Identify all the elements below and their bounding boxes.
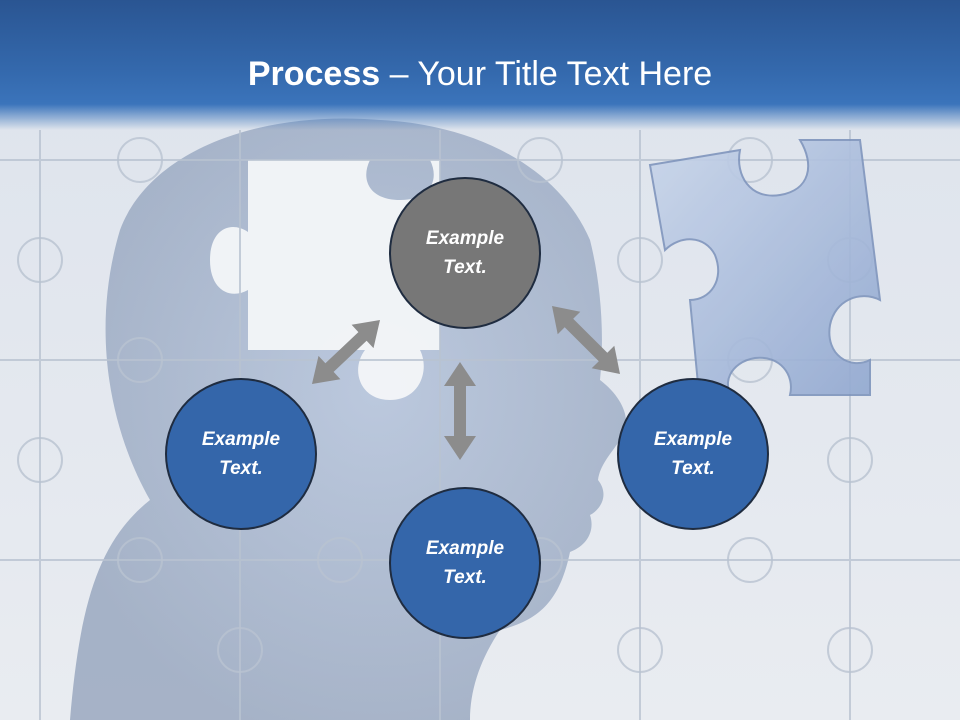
title-bar — [0, 0, 960, 130]
node-top-text: Example Text. — [425, 228, 505, 278]
floating-puzzle-piece — [648, 139, 882, 407]
title-rest: – Your Title Text Here — [380, 55, 713, 93]
node-top: Example Text. — [389, 177, 541, 329]
arrow-top-right — [552, 306, 620, 374]
node-left-text: Example Text. — [201, 429, 281, 479]
node-right-text: Example Text. — [653, 429, 733, 479]
node-right: Example Text. — [617, 378, 769, 530]
arrow-top-bottom — [444, 362, 476, 460]
slide-title: Process – Your Title Text Here — [0, 52, 960, 96]
missing-piece-slot — [210, 160, 440, 400]
title-bold: Process — [247, 55, 381, 93]
node-bottom: Example Text. — [389, 487, 541, 639]
node-left: Example Text. — [165, 378, 317, 530]
arrow-top-left — [312, 320, 380, 384]
node-bottom-text: Example Text. — [425, 538, 505, 588]
